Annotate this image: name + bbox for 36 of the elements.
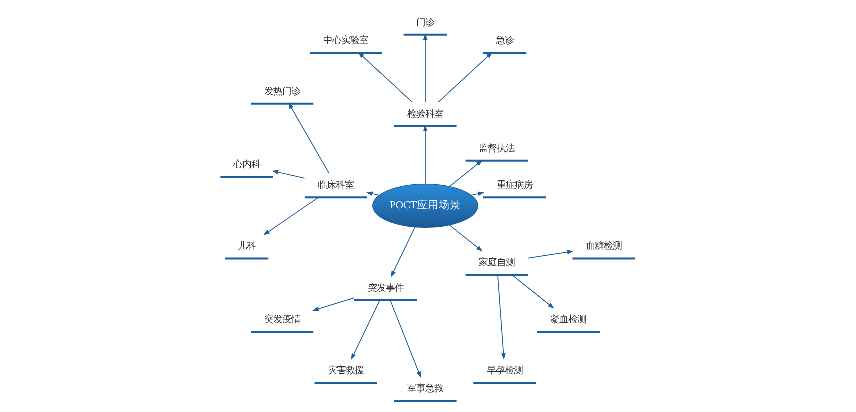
arrow: [312, 298, 355, 312]
arrow: [471, 192, 485, 196]
node-text: 突发事件: [368, 282, 404, 294]
arrow: [351, 300, 380, 360]
node-text: 心内科: [233, 160, 260, 171]
arrow: [272, 170, 306, 179]
arrow: [366, 192, 380, 196]
arrow: [449, 224, 483, 252]
node-text: 军事急救: [408, 384, 444, 395]
arrow: [438, 52, 493, 103]
node-text: 突发疫情: [264, 314, 300, 326]
arrow: [528, 250, 574, 259]
node-text: 凝血检测: [550, 314, 587, 326]
node-text: 家庭自测: [479, 258, 516, 269]
node-text: 发热门诊: [264, 86, 300, 98]
arrow: [423, 34, 428, 103]
arrow: [423, 125, 428, 185]
arrow: [449, 160, 483, 188]
node-text: 灾害救援: [328, 365, 364, 376]
node-text: 儿科: [238, 241, 256, 252]
node-text: 中心实验室: [324, 35, 369, 46]
node-text: 早孕检测: [486, 365, 523, 376]
node-text: 监督执法: [479, 143, 516, 154]
node-text: 急诊: [496, 35, 514, 46]
node-text: 重症病房: [496, 180, 533, 192]
arrow: [512, 274, 555, 309]
arrow: [390, 300, 422, 378]
node-text: 临床科室: [318, 180, 354, 192]
node-text: 检验科室: [408, 108, 444, 120]
arrow: [288, 102, 330, 174]
arrow: [391, 226, 416, 278]
node-text: 血糖检测: [586, 241, 622, 252]
arrow: [498, 274, 506, 360]
node-text: 门诊: [416, 17, 435, 28]
arrow: [358, 52, 413, 103]
arrow: [264, 197, 320, 236]
